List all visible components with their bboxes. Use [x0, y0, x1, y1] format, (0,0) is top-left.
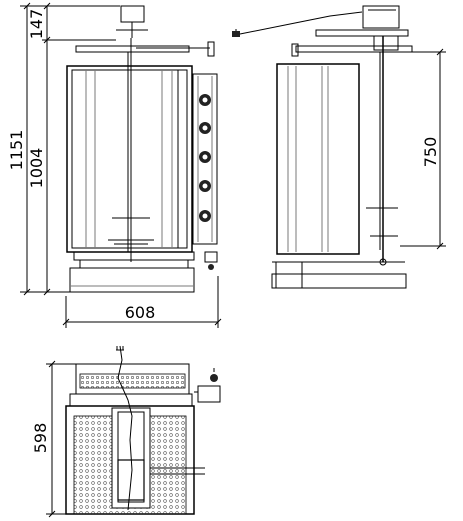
front-motor: [120, 5, 145, 23]
dim-depth: 598: [31, 423, 50, 454]
front-view: [66, 5, 218, 293]
burner-panel: [192, 73, 218, 245]
dimension-lines: [20, 2, 446, 518]
side-motor: [362, 5, 400, 29]
top-view: [65, 345, 221, 515]
burner-knob: [199, 94, 211, 106]
side-cabinet: [276, 63, 360, 255]
burner-knob: [199, 180, 211, 192]
dim-spit-length: 750: [421, 137, 440, 168]
dim-width: 608: [125, 303, 156, 322]
burner-knob: [199, 122, 211, 134]
side-view: [232, 5, 413, 289]
dim-total-height: 1151: [7, 130, 26, 171]
power-plug: [232, 31, 240, 37]
burner-knob: [199, 151, 211, 163]
dim-body-height: 1004: [27, 148, 46, 189]
dim-top-height: 147: [27, 9, 46, 40]
burner-knob: [199, 210, 211, 222]
